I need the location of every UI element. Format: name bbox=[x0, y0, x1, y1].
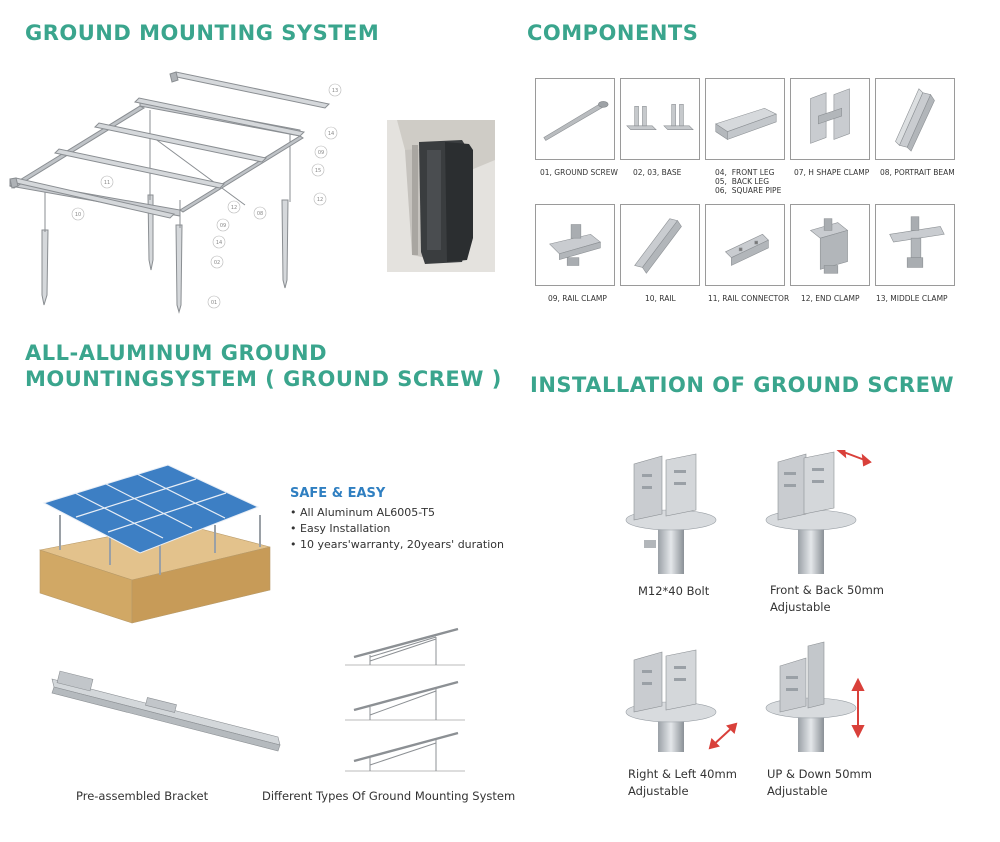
component-tile-h-shape-clamp bbox=[790, 78, 870, 160]
heading-components: COMPONENTS bbox=[527, 21, 699, 45]
bullet-item: 10 years'warranty, 20years' duration bbox=[290, 537, 510, 553]
install-step-4-up-down bbox=[765, 641, 857, 752]
svg-text:10: 10 bbox=[75, 212, 81, 218]
svg-text:12: 12 bbox=[231, 205, 237, 211]
component-label-portrait-beam: 08, PORTRAIT BEAM bbox=[880, 168, 955, 177]
callout-marker: 09 bbox=[314, 145, 328, 159]
component-tile-rail-clamp bbox=[535, 204, 615, 286]
heading-all-aluminum-line2: MOUNTINGSYSTEM ( GROUND SCREW ) bbox=[25, 367, 502, 392]
callout-marker: 12 bbox=[313, 192, 327, 206]
heading-installation: INSTALLATION OF GROUND SCREW bbox=[530, 373, 955, 397]
middle-clamp-icon bbox=[889, 216, 945, 268]
install-step-2-front-back bbox=[765, 451, 857, 574]
component-label-rail: 10, RAIL bbox=[645, 294, 676, 303]
svg-text:15: 15 bbox=[315, 168, 321, 174]
installation-steps-illustration bbox=[625, 450, 872, 752]
rail bbox=[133, 97, 306, 137]
svg-text:14: 14 bbox=[328, 131, 334, 137]
ground-screw-pile bbox=[175, 224, 183, 314]
component-tile-rail-connector bbox=[705, 204, 785, 286]
caption-different-types: Different Types Of Ground Mounting Syste… bbox=[262, 789, 516, 803]
safe-easy-bullets: All Aluminum AL6005-T5 Easy Installation… bbox=[290, 505, 510, 553]
bullet-item: Easy Installation bbox=[290, 521, 510, 537]
callout-marker: 12 bbox=[227, 200, 241, 214]
install-label-up-down: UP & Down 50mm Adjustable bbox=[767, 767, 872, 798]
solar-array-illustration bbox=[38, 464, 271, 624]
component-tile-rail bbox=[620, 204, 700, 286]
callout-marker: 01 bbox=[207, 295, 221, 309]
safe-easy-title: SAFE & EASY bbox=[290, 486, 386, 501]
svg-text:02: 02 bbox=[214, 260, 220, 266]
h-shape-clamp-icon bbox=[810, 88, 850, 144]
component-tile-base bbox=[620, 78, 700, 160]
svg-text:08: 08 bbox=[257, 211, 263, 217]
component-label-rail-connector: 11, RAIL CONNECTOR bbox=[708, 294, 790, 303]
heading-all-aluminum-line1: ALL-ALUMINUM GROUND bbox=[25, 341, 328, 365]
component-label-h-shape-clamp: 07, H SHAPE CLAMP bbox=[794, 168, 870, 177]
pre-assembled-bracket-illustration bbox=[51, 670, 281, 752]
ground-screw-pile bbox=[41, 229, 49, 306]
rail-clamp-icon bbox=[549, 224, 601, 266]
install-step-3-right-left bbox=[625, 649, 717, 752]
component-label-ground-screw: 01, GROUND SCREW bbox=[540, 168, 618, 177]
callout-marker: 09 bbox=[216, 218, 230, 232]
bullet-item: All Aluminum AL6005-T5 bbox=[290, 505, 510, 521]
component-label-rail-clamp: 09, RAIL CLAMP bbox=[548, 294, 607, 303]
rail bbox=[93, 122, 268, 163]
rail-icon bbox=[634, 218, 682, 274]
rail bbox=[53, 148, 226, 189]
heading-all-aluminum: ALL-ALUMINUM GROUND MOUNTINGSYSTEM ( GRO… bbox=[25, 340, 502, 393]
callout-marker: 14 bbox=[324, 126, 338, 140]
svg-text:01: 01 bbox=[211, 300, 217, 306]
component-tile-ground-screw bbox=[535, 78, 615, 160]
install-label-right-left: Right & Left 40mm Adjustable bbox=[628, 767, 737, 798]
caption-pre-assembled: Pre-assembled Bracket bbox=[76, 789, 209, 803]
component-tile-portrait-beam bbox=[875, 78, 955, 160]
end-clamp-icon bbox=[809, 218, 849, 274]
component-label-base: 02, 03, BASE bbox=[633, 168, 682, 177]
callout-marker: 08 bbox=[253, 206, 267, 220]
svg-text:09: 09 bbox=[318, 150, 324, 156]
svg-text:14: 14 bbox=[216, 240, 222, 246]
heading-ground-mounting-system: GROUND MOUNTING SYSTEM bbox=[25, 21, 380, 45]
ground-mounting-diagram: 13 14 09 15 12 11 12 10 08 09 14 02 01 bbox=[8, 71, 342, 314]
component-label-legs-pipe: 04, FRONT LEG 05, BACK LEG 06, SQUARE PI… bbox=[715, 168, 782, 195]
callout-marker: 14 bbox=[212, 235, 226, 249]
rail bbox=[170, 71, 331, 109]
callout-marker: 10 bbox=[71, 207, 85, 221]
component-tile-end-clamp bbox=[790, 204, 870, 286]
callout-marker: 11 bbox=[100, 175, 114, 189]
square-pipe-icon bbox=[715, 107, 777, 141]
svg-text:13: 13 bbox=[332, 88, 338, 94]
ground-screw-icon bbox=[543, 101, 609, 141]
clamp-photo bbox=[387, 120, 495, 272]
component-label-middle-clamp: 13, MIDDLE CLAMP bbox=[876, 294, 948, 303]
svg-text:09: 09 bbox=[220, 223, 226, 229]
install-label-front-back: Front & Back 50mm Adjustable bbox=[770, 583, 884, 614]
component-tile-middle-clamp bbox=[875, 204, 955, 286]
rail-connector-icon bbox=[724, 233, 769, 266]
svg-text:11: 11 bbox=[104, 180, 110, 186]
install-label-bolt: M12*40 Bolt bbox=[638, 584, 710, 598]
mounting-types-illustration bbox=[345, 627, 465, 772]
svg-text:12: 12 bbox=[317, 197, 323, 203]
callout-marker: 13 bbox=[328, 83, 342, 97]
ground-screw-pile bbox=[281, 199, 289, 289]
component-label-end-clamp: 12, END CLAMP bbox=[801, 294, 860, 303]
base-icon bbox=[626, 104, 694, 131]
install-step-1-bolt bbox=[625, 453, 717, 574]
callout-marker: 02 bbox=[210, 255, 224, 269]
callout-marker: 15 bbox=[311, 163, 325, 177]
portrait-beam-icon bbox=[895, 88, 935, 152]
component-tile-square-pipe bbox=[705, 78, 785, 160]
